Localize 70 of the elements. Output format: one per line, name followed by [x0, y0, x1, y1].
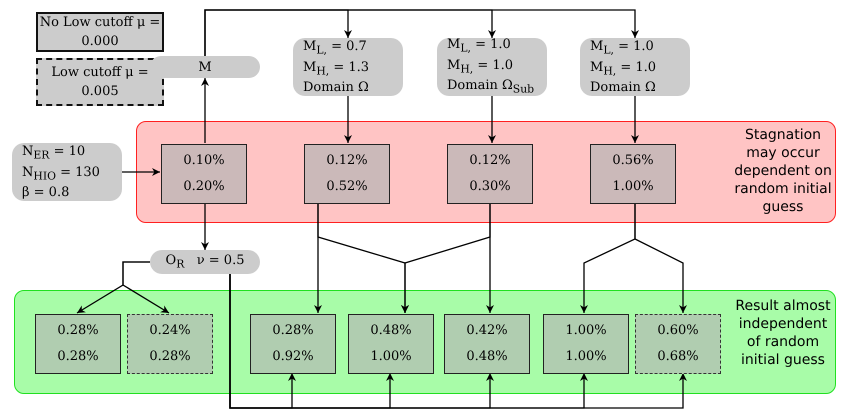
arrow: [488, 96, 496, 143]
arrow: [631, 96, 639, 143]
box-text: 0.52%: [326, 178, 368, 196]
parameter-box: [150, 250, 260, 274]
box-text: M$_{L,}$ = 1.0: [590, 38, 655, 58]
region-panel: [136, 121, 836, 223]
box-text: 0.20%: [183, 178, 225, 196]
result-box: [35, 314, 121, 374]
box-text: 0.10%: [183, 152, 225, 170]
box-text: 0.28%: [57, 348, 99, 366]
box-text: 0.28%: [272, 322, 314, 340]
box-text: Domain Ω: [303, 79, 370, 96]
arrow: [486, 203, 494, 313]
box-text: M$_{H,}$ = 1.0: [447, 56, 514, 78]
result-box: [447, 144, 533, 204]
box-text: 0.28%: [57, 322, 99, 340]
box-text: 0.60%: [657, 322, 699, 340]
arrow: [122, 261, 170, 314]
arrow: [122, 168, 160, 176]
box-text: 1.00%: [565, 348, 607, 366]
arrow: [344, 96, 352, 143]
result-box: [590, 144, 676, 204]
box-text: Domain Ω$_{Sub}$: [447, 77, 536, 98]
result-box: [348, 314, 434, 374]
arrow: [201, 78, 209, 143]
box-text: M$_{L,}$ = 0.7: [303, 38, 368, 58]
box-text: Domain Ω: [590, 79, 657, 96]
box-text: 0.30%: [469, 178, 511, 196]
arrow: [204, 9, 639, 56]
box-text: 0.28%: [149, 348, 191, 366]
result-box: [250, 314, 336, 374]
box-text: 0.12%: [469, 152, 511, 170]
box-text: N$_{ER}$ = 10: [22, 142, 86, 164]
result-box: [543, 314, 629, 374]
box-text: 0.68%: [657, 348, 699, 366]
box-text: M$_{H,}$ = 1.3: [303, 58, 370, 80]
box-text: 0.42%: [466, 322, 508, 340]
result-box: [127, 314, 213, 374]
box-text: 0.12%: [326, 152, 368, 170]
region-caption: Result almost independent of random initial guess: [734, 297, 832, 369]
arrow: [201, 203, 209, 250]
arrow: [634, 203, 687, 313]
box-text: 0.92%: [272, 348, 314, 366]
parameter-box: [12, 143, 122, 201]
result-box: [635, 314, 721, 374]
box-text: β = 0.8: [22, 184, 70, 202]
box-text: N$_{HIO}$ = 130: [22, 164, 101, 184]
box-text: 0.48%: [370, 322, 412, 340]
parameter-box: [437, 38, 547, 96]
parameter-box: [293, 38, 403, 96]
box-text: M$_{L,}$ = 1.0: [447, 36, 512, 57]
arrow: [229, 274, 687, 409]
legend-entry: No Low cutoff μ = 0.000: [36, 12, 164, 52]
box-text: 0.48%: [466, 348, 508, 366]
region-panel: [14, 290, 836, 394]
box-text: 1.00%: [370, 348, 412, 366]
legend-entry: Low cutoff μ = 0.005: [36, 58, 164, 106]
box-text: 0.24%: [149, 322, 191, 340]
box-text: O$_{R}$ ν = 0.5: [166, 252, 244, 272]
result-box: [444, 314, 530, 374]
parameter-box: [150, 56, 260, 78]
result-box: [304, 144, 390, 204]
box-text: 0.56%: [612, 152, 654, 170]
result-box: [161, 144, 247, 204]
parameter-box: [580, 38, 690, 96]
box-text: M$_{H,}$ = 1.0: [590, 58, 658, 80]
box-text: 1.00%: [612, 178, 654, 196]
box-text: 1.00%: [565, 322, 607, 340]
box-text: M: [198, 58, 212, 76]
region-caption: Stagnation may occur dependent on random initial guess: [733, 126, 833, 216]
